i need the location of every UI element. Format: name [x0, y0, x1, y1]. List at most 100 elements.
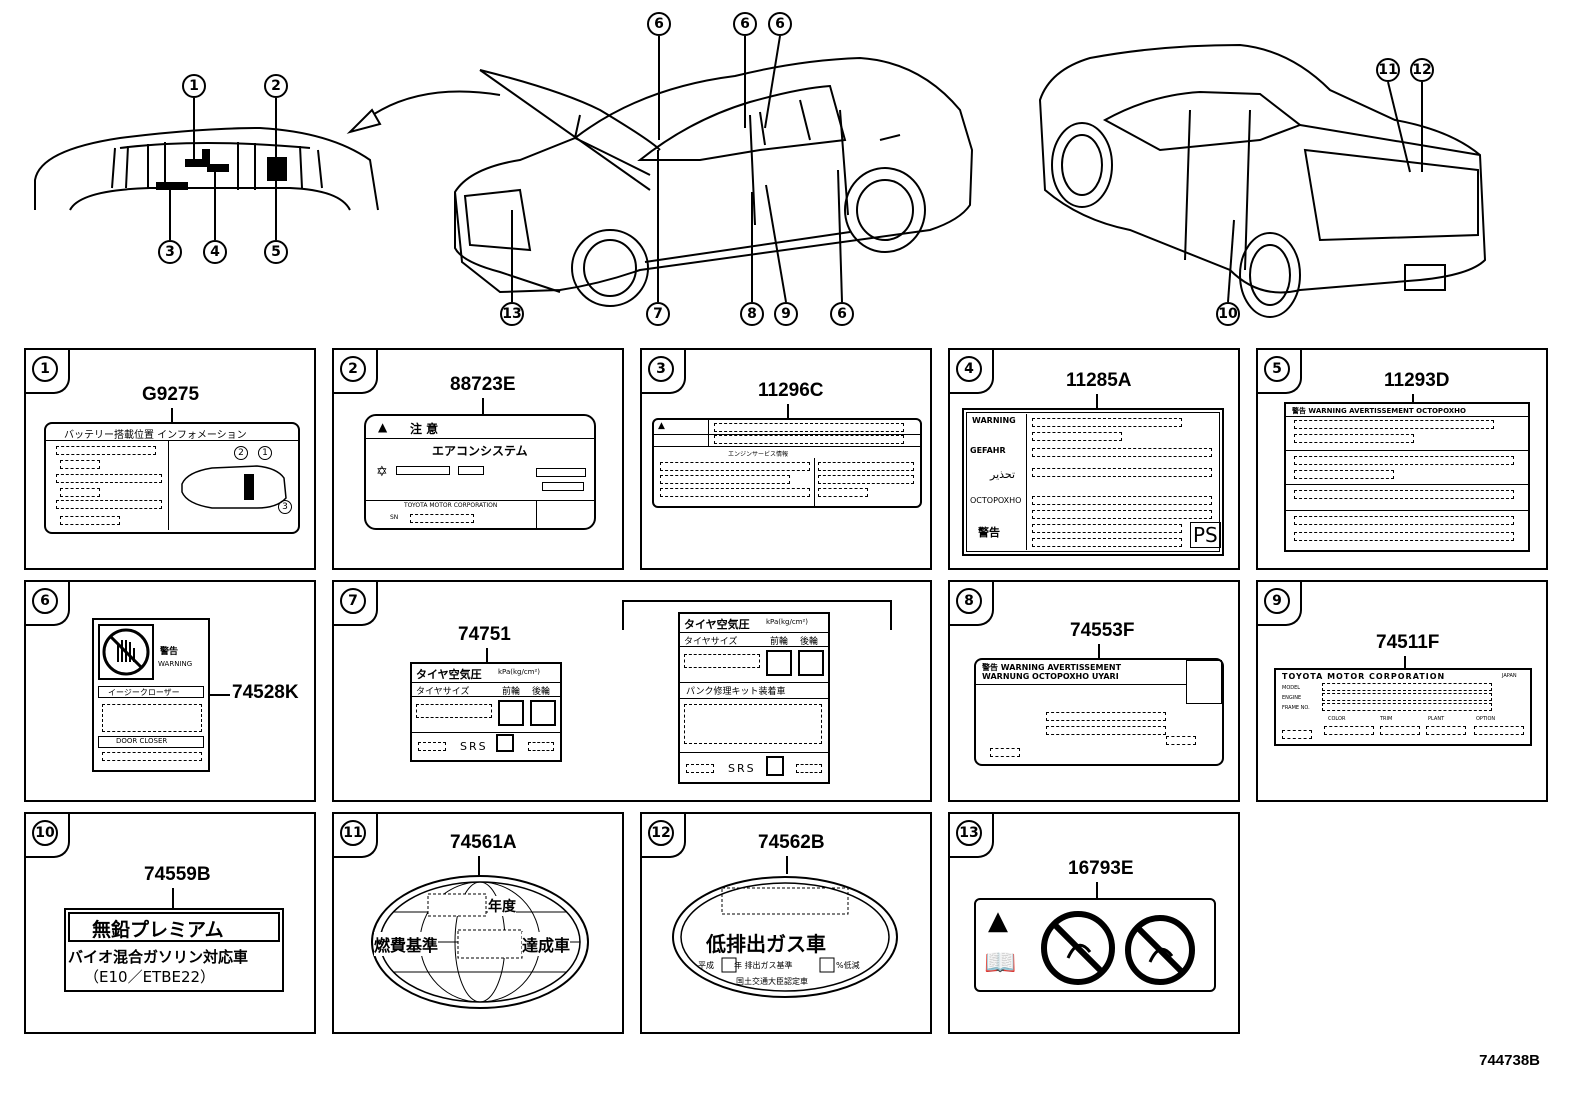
callout-6d: 6 [830, 302, 854, 326]
panel-4: 4 11285A WARNING GEFAHR تحذير OCTOPOXHO … [948, 348, 1240, 570]
label-title: バッテリー搭載位置 インフォメーション [64, 430, 247, 441]
panel-number: 2 [340, 356, 366, 382]
engine-text: ENGINE [1282, 695, 1302, 701]
rear-text: 後輪 [800, 637, 819, 647]
panel-8: 8 74553F 警告 WARNING AVERTISSEMENT WARNUN… [948, 580, 1240, 802]
callout-9: 9 [774, 302, 798, 326]
panel-1: 1 G9275 バッテリー搭載位置 インフォメーション 2 1 3 [24, 348, 316, 570]
marker-2: 2 [234, 446, 248, 460]
service-title: エンジンサービス情報 [728, 451, 789, 458]
panel-number: 10 [32, 820, 58, 846]
panel-6: 6 警告 WARNING イージークローザー DOOR CLOSER 74528… [24, 580, 316, 802]
option-text: OPTION [1476, 716, 1496, 722]
car-top-view [181, 465, 287, 509]
panel-number: 11 [340, 820, 366, 846]
panel-number: 6 [32, 588, 58, 614]
keikoku-text: 警告 [978, 526, 1000, 539]
low-emission-sticker [672, 876, 898, 998]
trim-text: TRIM [1380, 716, 1393, 722]
panel-number: 7 [340, 588, 366, 614]
seat-icon [1186, 660, 1222, 704]
nen-text: 年 排出ガス基準 [734, 961, 793, 970]
front-text: 前輪 [502, 687, 521, 697]
rear-car-outline [1038, 43, 1487, 318]
part-number: 74562B [758, 832, 825, 853]
heisei-text: 平成 [698, 961, 714, 970]
callout-10: 10 [1216, 302, 1240, 326]
label-battery-info: バッテリー搭載位置 インフォメーション 2 1 3 [44, 422, 300, 534]
ac-system-text: エアコンシステム [432, 444, 528, 458]
warning-header: 警告 WARNING AVERTISSEMENT OCTOPOXHO [1292, 407, 1466, 415]
callout-6c: 6 [768, 12, 792, 36]
arabic-text: تحذير [990, 468, 1016, 481]
fuel-premium-text: 無鉛プレミアム [92, 919, 224, 941]
bio-fuel-text: バイオ混合ガソリン対応車 [68, 948, 249, 966]
warning-line1: 警告 WARNING AVERTISSEMENT [982, 663, 1122, 672]
panel-13: 13 16793E ▲ 📖 [948, 812, 1240, 1034]
label-seat-warning: 警告 WARNING AVERTISSEMENT WARNUNG OCTOPOX… [974, 658, 1224, 766]
rear-text: 後輪 [532, 687, 551, 697]
callout-7: 7 [646, 302, 670, 326]
unit-text: kPa(kg/cm²) [766, 618, 809, 626]
warning-line2: WARNUNG OCTOPOXHO UYARI [982, 672, 1119, 681]
front-car-outline [453, 35, 974, 307]
label-ac-caution: ▲ 注 意 エアコンシステム ✡ TOYOTA MOTOR CORPORATIO… [364, 414, 596, 530]
callout-12: 12 [1410, 58, 1434, 82]
warning-text: WARNING [158, 660, 193, 668]
caution-text: 注 意 [410, 422, 439, 436]
model-text: MODEL [1282, 685, 1301, 691]
panel-number: 13 [956, 820, 982, 846]
color-text: COLOR [1328, 716, 1346, 722]
tassei-text: 達成車 [522, 932, 571, 956]
label-fuel: 無鉛プレミアム バイオ混合ガソリン対応車 （E10／ETBE22） [64, 908, 284, 992]
part-number: 88723E [450, 374, 516, 395]
callout-3: 3 [158, 240, 182, 264]
part-number: 11296C [758, 380, 824, 401]
nendo-text: 年度 [488, 896, 516, 916]
no-child-seat-icon [1041, 911, 1195, 985]
label-warning-5: 警告 WARNING AVERTISSEMENT OCTOPOXHO [1284, 402, 1530, 552]
diagram-reference: 744738B [1479, 1052, 1540, 1069]
panel-number: 1 [32, 356, 58, 382]
panel-9: 9 74511F TOYOTA MOTOR CORPORATION JAPAN … [1256, 580, 1548, 802]
callout-6b: 6 [733, 12, 757, 36]
panel-12: 12 74562B 低排出ガス車 平成 年 排出ガス基準 %低減 国土交通大臣認… [640, 812, 932, 1034]
front-text: 前輪 [770, 637, 789, 647]
part-number: 74528K [232, 682, 299, 703]
danger-text: GEFAHR [970, 446, 1006, 455]
vehicle-illustration [34, 35, 1487, 318]
panel-number: 9 [1264, 588, 1290, 614]
label-airbag-warning: ▲ 📖 [974, 898, 1216, 992]
frame-text: FRAME NO. [1282, 705, 1310, 711]
panel-7: 7 74751 タイヤ空気圧 kPa(kg/cm²) タイヤサイズ 前輪 後輪 … [332, 580, 932, 802]
warning-triangle-icon: ▲ [988, 906, 1008, 936]
panel-2: 2 88723E ▲ 注 意 エアコンシステム ✡ TOYOTA MOTOR C… [332, 348, 624, 570]
part-number: 74751 [458, 624, 511, 645]
panel-number: 5 [1264, 356, 1290, 382]
marker-1: 1 [258, 446, 272, 460]
tire-size-text: タイヤサイズ [416, 687, 470, 697]
punk-kit-text: パンク修理キット装着車 [686, 687, 786, 697]
srs-text: SRS [728, 762, 756, 775]
octo-text: OCTOPOXHO [970, 496, 1022, 505]
panel-number: 12 [648, 820, 674, 846]
warning-text: WARNING [972, 416, 1016, 425]
srs-text: SRS [460, 740, 488, 753]
panel-number: 3 [648, 356, 674, 382]
marker-3: 3 [278, 500, 292, 514]
tire-size-text: タイヤサイズ [684, 637, 738, 647]
label-multilang-warning: WARNING GEFAHR تحذير OCTOPOXHO 警告 PS [962, 408, 1224, 556]
callout-6a: 6 [647, 12, 671, 36]
engine-bay-detail [34, 98, 379, 240]
ps-text: PS [1190, 522, 1221, 548]
callout-5: 5 [264, 240, 288, 264]
part-number: 74511F [1376, 632, 1440, 653]
panel-number: 4 [956, 356, 982, 382]
panel-number: 8 [956, 588, 982, 614]
panel-10: 10 74559B 無鉛プレミアム バイオ混合ガソリン対応車 （E10／ETBE… [24, 812, 316, 1034]
warning-triangle-icon: ▲ [658, 421, 665, 431]
label-engine-service: ▲ エンジンサービス情報 [652, 418, 922, 508]
mlit-text: 国土交通大臣認定車 [736, 977, 808, 986]
japan-text: JAPAN [1502, 673, 1517, 679]
part-number: 11285A [1066, 370, 1132, 391]
